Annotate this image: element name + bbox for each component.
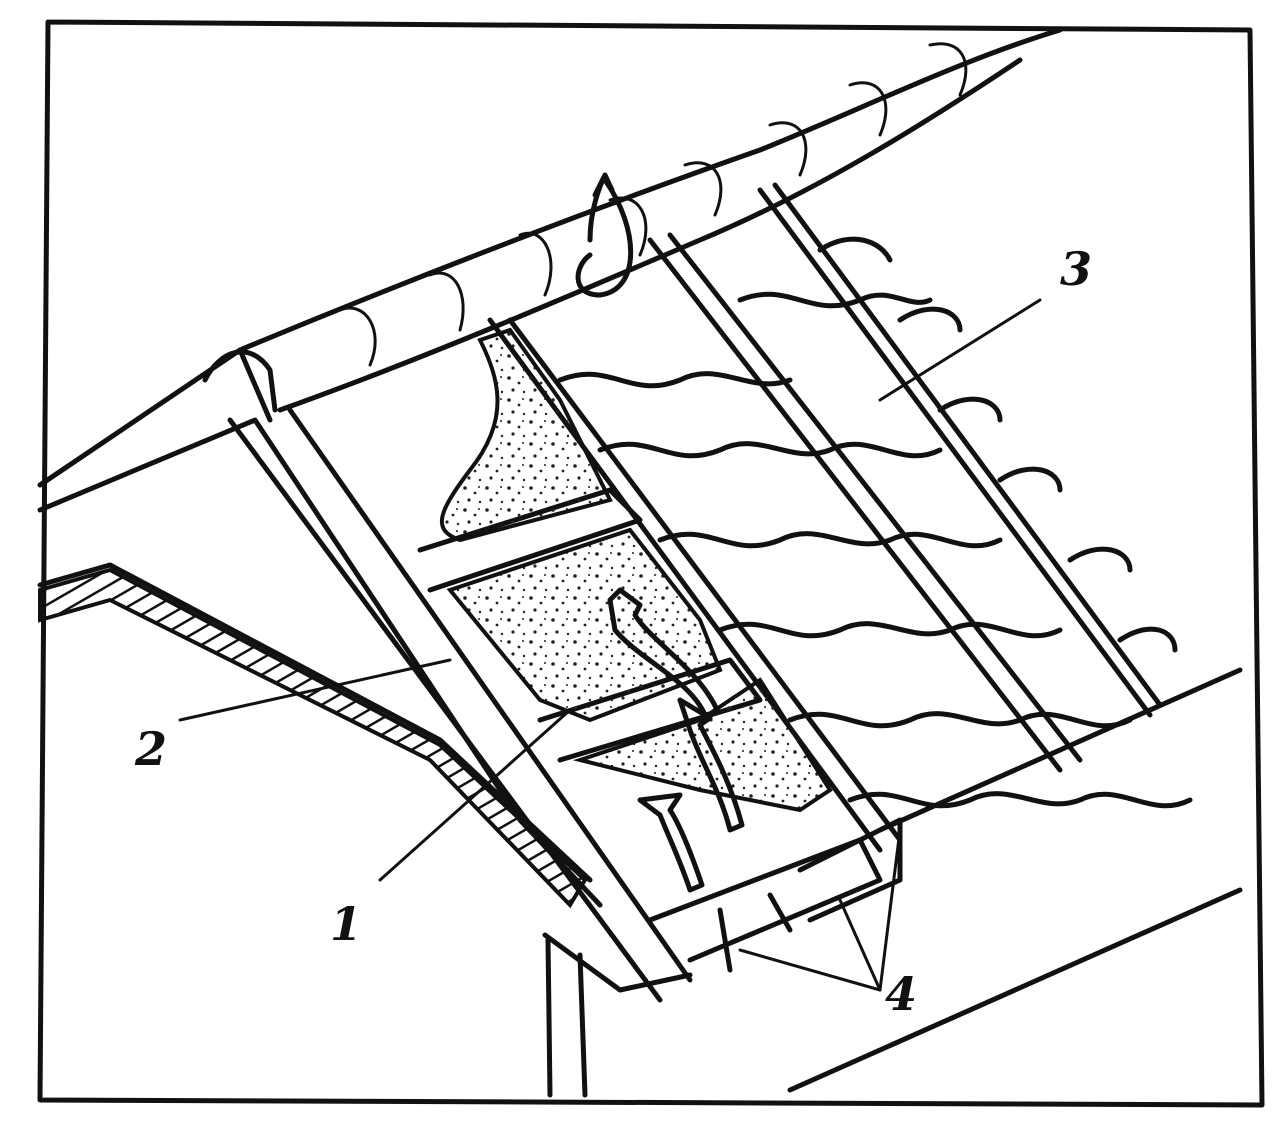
roof-tiles	[557, 236, 1243, 1093]
drawing-frame	[37, 19, 1265, 1108]
callout-2: 2	[134, 722, 167, 776]
leader-4b	[838, 898, 882, 992]
leader-4c	[878, 828, 902, 992]
callout-labels: 1 2 3 4	[134, 242, 1092, 1021]
callout-3: 3	[1060, 242, 1092, 296]
leader-3	[878, 298, 1042, 402]
callout-4: 4	[885, 967, 917, 1021]
leader-2	[178, 658, 452, 722]
callout-leaders	[178, 298, 1042, 992]
callout-1: 1	[330, 897, 362, 951]
insulation-batts	[440, 327, 833, 813]
ridge-cap-tiles	[202, 27, 1063, 413]
airflow-arrows	[575, 172, 793, 973]
leader-1	[378, 708, 572, 882]
leader-4a	[738, 948, 882, 992]
